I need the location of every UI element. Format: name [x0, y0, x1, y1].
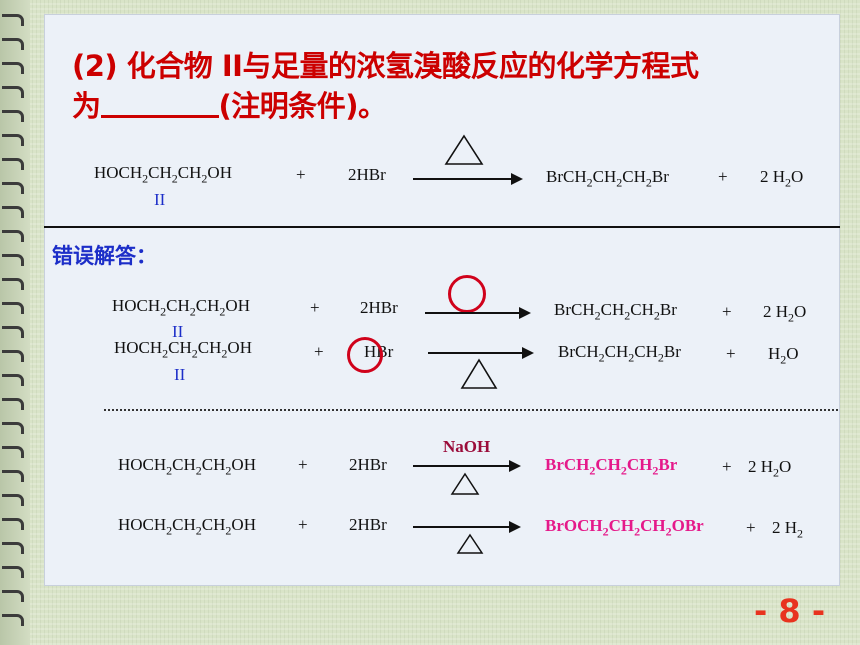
question-title: (2) 化合物 II与足量的浓氢溴酸反应的化学方程式 为(注明条件)。 [72, 46, 812, 126]
wrong-3-byproduct: 2 H2O [748, 457, 792, 480]
wrong-3-condition: NaOH [443, 437, 491, 456]
answer-reactant-label: II [154, 190, 166, 209]
question-line-1: (2) 化合物 II与足量的浓氢溴酸反应的化学方程式 [72, 49, 699, 83]
plus-sign: + [722, 302, 732, 321]
binding-ring [2, 14, 24, 26]
wrong-3-reagent: 2HBr [349, 455, 387, 474]
binding-ring [2, 110, 24, 122]
wrong-4-product: BrOCH2CH2CH2OBr [545, 516, 704, 539]
page-number: - 8 - [754, 592, 826, 630]
wrong-answer-header: 错误解答： [52, 244, 157, 268]
binding-ring [2, 86, 24, 98]
wrong-2-reactant: HOCH2CH2CH2OH [114, 338, 252, 361]
wrong-1-product: BrCH2CH2CH2Br [554, 300, 677, 323]
question-line-2: 为(注明条件)。 [72, 87, 387, 123]
answer-reagent: 2HBr [348, 165, 386, 184]
plus-sign: + [718, 167, 728, 186]
wrong-1-reagent: 2HBr [360, 298, 398, 317]
binding-ring [2, 398, 24, 410]
divider-line [44, 226, 840, 228]
binding-ring [2, 62, 24, 74]
wrong-4-byproduct: 2 H2 [772, 518, 804, 541]
wrong-1-byproduct: 2 H2O [763, 302, 807, 325]
binding-ring [2, 158, 24, 170]
slide-panel [44, 14, 840, 586]
binding-ring [2, 206, 24, 218]
dotted-separator [104, 409, 838, 411]
heat-triangle-icon [444, 134, 484, 165]
binding-ring [2, 302, 24, 314]
binding-ring [2, 494, 24, 506]
binding-ring [2, 134, 24, 146]
wrong-4-reagent: 2HBr [349, 515, 387, 534]
wrong-2-product: BrCH2CH2CH2Br [558, 342, 681, 365]
error-circle-wrong-coefficient [347, 337, 383, 373]
wrong-3-reactant: HOCH2CH2CH2OH [118, 455, 256, 478]
reaction-arrow [425, 307, 531, 319]
binding-ring [2, 446, 24, 458]
binding-ring [2, 350, 24, 362]
plus-sign: + [310, 298, 320, 317]
binding-ring [2, 470, 24, 482]
answer-product: BrCH2CH2CH2Br [546, 167, 669, 190]
plus-sign: + [296, 165, 306, 184]
reaction-arrow [413, 521, 521, 533]
binding-ring [2, 518, 24, 530]
wrong-1-label: II [172, 322, 184, 341]
binding-ring [2, 542, 24, 554]
plus-sign: + [726, 344, 736, 363]
binding-ring [2, 38, 24, 50]
answer-reactant: HOCH2CH2CH2OH [94, 163, 232, 186]
binding-ring [2, 566, 24, 578]
heat-triangle-icon [456, 533, 484, 554]
wrong-1-reactant: HOCH2CH2CH2OH [112, 296, 250, 319]
wrong-4-reactant: HOCH2CH2CH2OH [118, 515, 256, 538]
binding-ring [2, 422, 24, 434]
notebook-binding [0, 0, 30, 645]
binding-ring [2, 230, 24, 242]
binding-ring [2, 374, 24, 386]
heat-triangle-icon [450, 472, 480, 495]
binding-ring [2, 278, 24, 290]
plus-sign: + [298, 455, 308, 474]
heat-triangle-icon [460, 358, 498, 389]
reaction-arrow [413, 173, 523, 185]
answer-byproduct: 2 H2O [760, 167, 804, 190]
plus-sign: + [722, 457, 732, 476]
wrong-2-byproduct: H2O [768, 344, 799, 367]
reaction-arrow [413, 460, 521, 472]
binding-ring [2, 182, 24, 194]
plus-sign: + [314, 342, 324, 361]
answer-blank [100, 87, 219, 118]
binding-ring [2, 254, 24, 266]
binding-ring [2, 590, 24, 602]
wrong-2-label: II [174, 365, 186, 384]
binding-ring [2, 614, 24, 626]
wrong-3-product: BrCH2CH2CH2Br [545, 455, 678, 478]
plus-sign: + [298, 515, 308, 534]
reaction-arrow [428, 347, 534, 359]
error-circle-missing-condition [448, 275, 486, 313]
binding-ring [2, 326, 24, 338]
plus-sign: + [746, 518, 756, 537]
